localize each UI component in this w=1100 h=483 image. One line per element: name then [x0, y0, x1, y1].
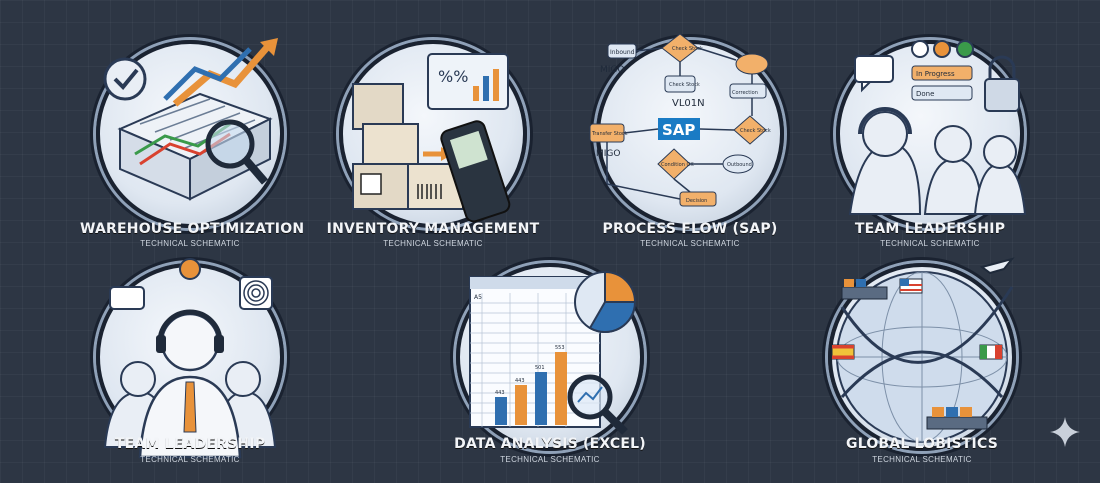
tile-warehouse-optimization: WAREHOUSE OPTIMIZATION TECHNICAL SCHEMAT…: [80, 20, 305, 260]
headset-leader-icon: [103, 258, 277, 459]
team-icon: In Progress Done: [848, 40, 1027, 215]
flow-label: MIGO: [600, 65, 624, 75]
flow-label: MIGO: [596, 149, 620, 159]
status-in-progress: In Progress: [916, 70, 955, 78]
flow-label: Check Stock: [669, 82, 700, 88]
bar-label: 501: [535, 365, 545, 371]
tile-title: GLOBAL LOBISTICS: [846, 436, 998, 452]
tile-subtitle: TECHNICAL SCHEMATIC: [140, 455, 240, 464]
tile-data-analysis: A5 443 443 501 553: [440, 243, 660, 483]
flow-label: Inbound: [610, 49, 635, 56]
tile-subtitle: TECHNICAL SCHEMATIC: [383, 239, 483, 248]
process-disc: Inbound MIGO Check Stock Check Stock Cor…: [589, 33, 784, 228]
tile-subtitle: TECHNICAL SCHEMATIC: [640, 239, 740, 248]
bar-label: 443: [515, 378, 525, 384]
flow-label: Decision: [686, 198, 707, 204]
excel-disc: A5 443 443 501 553: [456, 263, 644, 451]
flow-label: Correction: [732, 90, 758, 96]
tile-inventory-management: %% INVENTORY MANAGEMENT TECHNICAL SCHEMA…: [323, 20, 543, 260]
globe-icon: [831, 257, 1015, 443]
tile-title: TEAM LEADERSHIP: [114, 436, 266, 452]
warehouse-icon: [103, 38, 278, 201]
flow-label: Check Stock: [740, 128, 771, 134]
tile-title: TEAM LEADERSHIP: [854, 221, 1006, 237]
bar-label: 443: [495, 390, 505, 396]
tile-team-leadership-bottom: TEAM LEADERSHIP TECHNICAL SCHEMATIC: [80, 243, 300, 483]
tile-title: INVENTORY MANAGEMENT: [326, 221, 540, 237]
tile-team-leadership-top: In Progress Done TEAM LEADERSHIP TECHNIC…: [820, 20, 1040, 260]
tile-subtitle: TECHNICAL SCHEMATIC: [500, 455, 600, 464]
spreadsheet-icon: A5 443 443 501 553: [469, 270, 637, 435]
inventory-icon: %%: [352, 53, 511, 223]
flowchart-icon: Inbound MIGO Check Stock Check Stock Cor…: [589, 33, 771, 207]
plane-icon: [979, 257, 1015, 275]
bar-label: 553: [555, 345, 565, 351]
tile-process-flow: Inbound MIGO Check Stock Check Stock Cor…: [580, 20, 800, 260]
flow-label: Condition OK: [661, 162, 694, 168]
flow-label: Check Stock: [672, 46, 703, 52]
tile-title: WAREHOUSE OPTIMIZATION: [80, 221, 305, 237]
sap-logo: SAP: [662, 121, 695, 139]
bar-3: [535, 372, 547, 425]
tile-subtitle: TECHNICAL SCHEMATIC: [880, 239, 980, 248]
team-disc: In Progress Done: [836, 40, 1027, 228]
tile-subtitle: TECHNICAL SCHEMATIC: [872, 455, 972, 464]
leader-disc: [96, 258, 284, 459]
warehouse-disc: [96, 38, 284, 228]
flow-label: Transfer Stock: [591, 131, 628, 137]
flow-label: Outbound: [727, 162, 752, 168]
bar-4: [555, 352, 567, 425]
tile-title: DATA ANALYSIS (EXCEL): [454, 436, 646, 452]
globe-disc: [828, 257, 1016, 451]
sparkle-icon: [1050, 417, 1080, 447]
status-done: Done: [916, 90, 934, 98]
ship-icon: [926, 416, 988, 430]
tile-title: PROCESS FLOW (SAP): [602, 221, 778, 237]
cell-reference: A5: [474, 294, 482, 301]
inventory-disc: %%: [339, 40, 527, 228]
tile-subtitle: TECHNICAL SCHEMATIC: [140, 239, 240, 248]
svg-text:%%: %%: [438, 67, 468, 86]
flow-label: VL01N: [672, 98, 705, 109]
bar-1: [495, 397, 507, 425]
tile-global-logistics: GLOBAL LOBISTICS TECHNICAL SCHEMATIC: [812, 243, 1032, 483]
bar-2: [515, 385, 527, 425]
